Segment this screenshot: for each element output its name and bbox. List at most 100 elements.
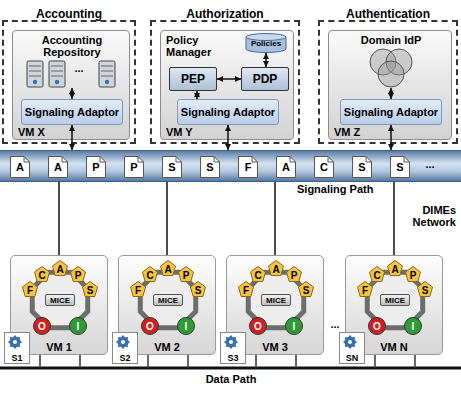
function-tag: C <box>142 266 158 282</box>
node-text: Signaling Adaptor <box>25 106 119 118</box>
node-text: P <box>75 270 82 281</box>
function-tag: S <box>82 281 98 297</box>
function-tag: S <box>298 281 314 297</box>
function-tag: C <box>250 266 266 282</box>
function-tag: F <box>238 281 254 297</box>
function-tag: P <box>70 266 86 282</box>
node-text: P <box>130 161 137 173</box>
ellipsis: ... <box>68 62 90 74</box>
node-text: VM Y <box>166 126 193 138</box>
node-text: Authentication <box>320 8 456 21</box>
path-label: Data Path <box>195 373 267 385</box>
group-box: AuthenticationVM ZDomain IdPSignaling Ad… <box>318 20 458 144</box>
node-text: C <box>38 270 45 281</box>
node-text: Authorization <box>152 8 298 21</box>
node-text: A <box>54 161 62 173</box>
node-text: P <box>183 270 190 281</box>
node-text: O <box>373 321 381 332</box>
connector <box>390 88 392 99</box>
connector <box>217 78 241 80</box>
node-text: C <box>254 270 261 281</box>
mice-box: MICE <box>153 294 183 306</box>
node-text: Policies <box>251 39 281 48</box>
vm-box: VM ZDomain IdPSignaling Adaptor <box>328 30 452 140</box>
connector <box>274 182 276 255</box>
packet: C <box>314 156 334 178</box>
node-text: I <box>185 321 188 332</box>
signaling-pipe: Signaling PathAAPPSSFACSS <box>0 150 461 182</box>
node-text: S <box>195 285 202 296</box>
node-text: C <box>373 270 380 281</box>
out-port: O <box>33 317 51 335</box>
out-port: O <box>368 317 386 335</box>
node-text: C <box>146 270 153 281</box>
node-text: Signaling Adaptor <box>344 106 438 118</box>
node-text: A <box>56 264 63 275</box>
node-text: SN <box>340 353 364 363</box>
node-text: I <box>293 321 296 332</box>
connector <box>265 53 267 67</box>
node-text: VM X <box>18 126 45 138</box>
node-text: F <box>135 285 141 296</box>
ellipsis: ... <box>418 158 442 170</box>
node-text: Policy Manager <box>166 34 226 58</box>
node-text: S <box>206 161 213 173</box>
node-text: VM 2 <box>119 341 215 353</box>
group-box: AuthorizationPolicy ManagerVM YPoliciesP… <box>150 20 300 144</box>
data-path-line <box>0 367 461 370</box>
adaptor-box: Signaling Adaptor <box>340 99 442 125</box>
node-text: I <box>412 321 415 332</box>
out-port: O <box>141 317 159 335</box>
connector <box>58 182 60 255</box>
node-text: S <box>422 285 429 296</box>
switch-icon: SN <box>339 332 365 364</box>
connector <box>227 125 229 150</box>
function-tag: C <box>34 266 50 282</box>
connector <box>393 182 395 255</box>
adaptor-box: Signaling Adaptor <box>21 99 123 125</box>
node-text: S3 <box>221 353 245 363</box>
node-text: O <box>254 321 262 332</box>
packet: S <box>390 156 410 178</box>
function-tag: P <box>178 266 194 282</box>
node-text: MICE <box>50 296 70 305</box>
vm-node: VM 1FCAPSMICEOIS1 <box>10 255 108 355</box>
packet: F <box>238 156 258 178</box>
node-text: S2 <box>113 353 137 363</box>
pdp-box: PDP <box>241 67 289 91</box>
network-label: DIMEs Network <box>398 204 456 228</box>
packet: S <box>162 156 182 178</box>
packet: A <box>48 156 68 178</box>
mice-box: MICE <box>261 294 291 306</box>
mice-box: MICE <box>380 294 410 306</box>
node-text: PDP <box>253 73 278 85</box>
function-tag: A <box>268 260 284 276</box>
packet: S <box>352 156 372 178</box>
vm-node: VM 3FCAPSMICEOIS3 <box>226 255 324 355</box>
node-text: F <box>362 285 368 296</box>
function-tag: P <box>286 266 302 282</box>
node-text: PEP <box>181 73 205 85</box>
node-text: MICE <box>266 296 286 305</box>
node-text: A <box>391 264 398 275</box>
node-text: Signaling Adaptor <box>181 106 275 118</box>
in-port: I <box>404 317 422 335</box>
vm-node: VM NFCAPSMICEOISN <box>345 255 443 355</box>
node-text: VM 3 <box>227 341 323 353</box>
connector <box>71 88 73 99</box>
node-text: C <box>320 161 328 173</box>
vm-node: VM 2FCAPSMICEOIS2 <box>118 255 216 355</box>
packet: P <box>86 156 106 178</box>
function-tag: S <box>417 281 433 297</box>
adaptor-box: Signaling Adaptor <box>177 99 279 125</box>
function-tag: A <box>160 260 176 276</box>
in-port: I <box>177 317 195 335</box>
node-text: MICE <box>158 296 178 305</box>
node-text: VM Z <box>334 126 360 138</box>
repository: Accounting Repository <box>17 34 127 88</box>
node-text: S <box>168 161 175 173</box>
in-port: I <box>69 317 87 335</box>
node-text: Signaling Path <box>297 183 373 195</box>
packet: S <box>200 156 220 178</box>
node-text: Accounting Repository <box>17 34 127 58</box>
